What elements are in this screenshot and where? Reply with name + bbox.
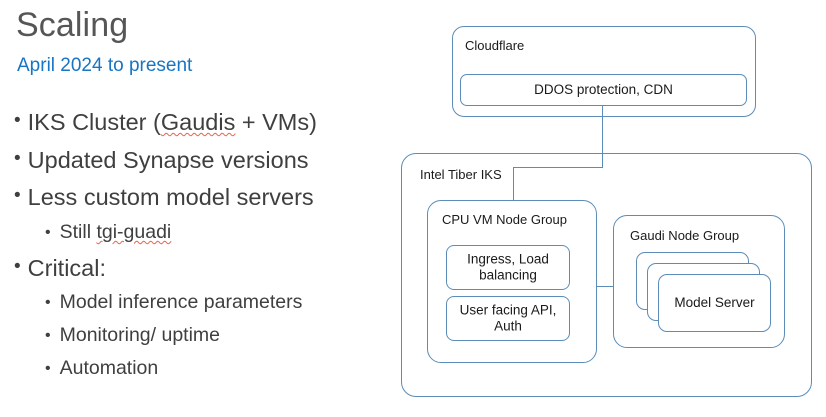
user-facing-api-auth-label: User facing API, Auth: [459, 302, 557, 334]
list-item-label: Model inference parameters: [59, 291, 303, 314]
list-item: • Less custom model servers: [14, 183, 404, 212]
connector-cloudflare-to-iks-horizontal: [513, 167, 603, 169]
list-item-label: Automation: [59, 356, 159, 379]
page-title: Scaling: [16, 6, 129, 44]
bullet-marker: •: [45, 294, 51, 312]
text-segment: IKS Cluster (: [27, 109, 161, 135]
intel-tiber-iks-label: Intel Tiber IKS: [420, 167, 505, 182]
connector-cloudflare-to-iks-vertical-1: [602, 106, 604, 168]
list-item: • Critical:: [14, 254, 404, 283]
list-item-label: Still tgi-guadi: [60, 221, 404, 245]
bullet-marker: •: [45, 359, 51, 377]
text-segment: + VMs): [235, 109, 317, 135]
list-item: • Automation: [14, 357, 404, 381]
model-server-box: Model Server: [658, 274, 771, 332]
misspelled-word: tgi-guadi: [96, 220, 172, 243]
list-item-label: Updated Synapse versions: [27, 146, 309, 173]
list-item: • Updated Synapse versions: [14, 146, 404, 175]
list-item: • Monitoring/ uptime: [14, 324, 404, 348]
bullet-marker: •: [14, 110, 21, 131]
cpu-vm-node-group-box: CPU VM Node Group: [427, 200, 597, 363]
ddos-cdn-label: DDOS protection, CDN: [534, 81, 673, 97]
connector-cloudflare-to-iks-vertical-2: [513, 167, 515, 200]
list-item: • IKS Cluster (Gaudis + VMs): [14, 108, 404, 137]
ingress-load-balancing-box: Ingress, Load balancing: [446, 245, 570, 290]
bullet-marker: •: [45, 223, 51, 241]
connector-cpu-to-gaudi: [597, 286, 614, 288]
list-item-label: Critical:: [27, 254, 106, 281]
model-server-label: Model Server: [674, 294, 755, 310]
misspelled-word: Gaudis: [160, 109, 236, 135]
bullet-marker: •: [14, 255, 21, 277]
bullet-marker: •: [14, 185, 21, 207]
list-item-label: IKS Cluster (Gaudis + VMs): [28, 108, 404, 137]
cpu-vm-node-group-label: CPU VM Node Group: [442, 212, 567, 227]
list-item: • Model inference parameters: [14, 291, 404, 315]
bullet-list: • IKS Cluster (Gaudis + VMs) • Updated S…: [14, 108, 404, 390]
gaudi-node-group-label: Gaudi Node Group: [630, 228, 740, 243]
bullet-marker: •: [14, 147, 21, 169]
model-server-stack-middle: [647, 263, 760, 321]
list-item: • Still tgi-guadi: [14, 221, 404, 245]
text-segment: Still: [59, 220, 97, 243]
list-item-label: Less custom model servers: [27, 184, 314, 211]
ddos-cdn-box: DDOS protection, CDN: [460, 74, 747, 106]
bullet-marker: •: [45, 327, 51, 345]
gaudi-node-group-box: Gaudi Node Group: [613, 215, 785, 348]
page-subtitle: April 2024 to present: [17, 55, 193, 76]
cloudflare-label: Cloudflare: [465, 38, 525, 53]
intel-tiber-iks-box: Intel Tiber IKS: [401, 153, 812, 397]
user-facing-api-auth-box: User facing API, Auth: [446, 296, 570, 341]
model-server-stack-back: [636, 252, 749, 310]
cloudflare-box: Cloudflare: [452, 26, 756, 117]
list-item-label: Monitoring/ uptime: [59, 324, 221, 347]
ingress-load-balancing-label: Ingress, Load balancing: [467, 251, 549, 283]
